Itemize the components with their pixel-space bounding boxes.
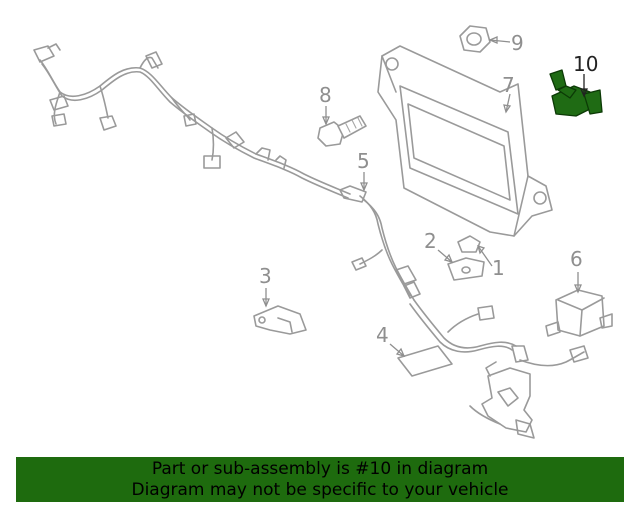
banner-line-1: Part or sub-assembly is #10 in diagram	[151, 459, 489, 479]
sensor	[253, 305, 307, 335]
callout-2: 2	[424, 229, 437, 253]
callout-4: 4	[376, 323, 389, 347]
part-notice-banner: Part or sub-assembly is #10 in diagram D…	[16, 457, 624, 502]
callout-1: 1	[492, 256, 505, 280]
callout-leaders	[262, 36, 588, 358]
wiring-harness	[33, 43, 589, 439]
clip-and-bracket	[447, 235, 485, 281]
callout-9: 9	[511, 31, 524, 55]
callout-5: 5	[357, 149, 370, 173]
callout-6: 6	[570, 247, 583, 271]
callout-numbers: 1 2 3 4 5 6 7 8 9 10	[259, 31, 598, 347]
callout-8: 8	[319, 83, 332, 107]
nut	[459, 25, 491, 53]
callout-3: 3	[259, 264, 272, 288]
bolt	[317, 115, 367, 147]
receiver-module	[545, 289, 613, 337]
callout-10: 10	[573, 52, 598, 76]
label-sticker	[397, 345, 453, 377]
banner-line-2: Diagram may not be specific to your vehi…	[131, 480, 509, 500]
control-module	[377, 45, 553, 237]
bracket-part-10	[549, 69, 603, 117]
callout-7: 7	[502, 73, 515, 97]
